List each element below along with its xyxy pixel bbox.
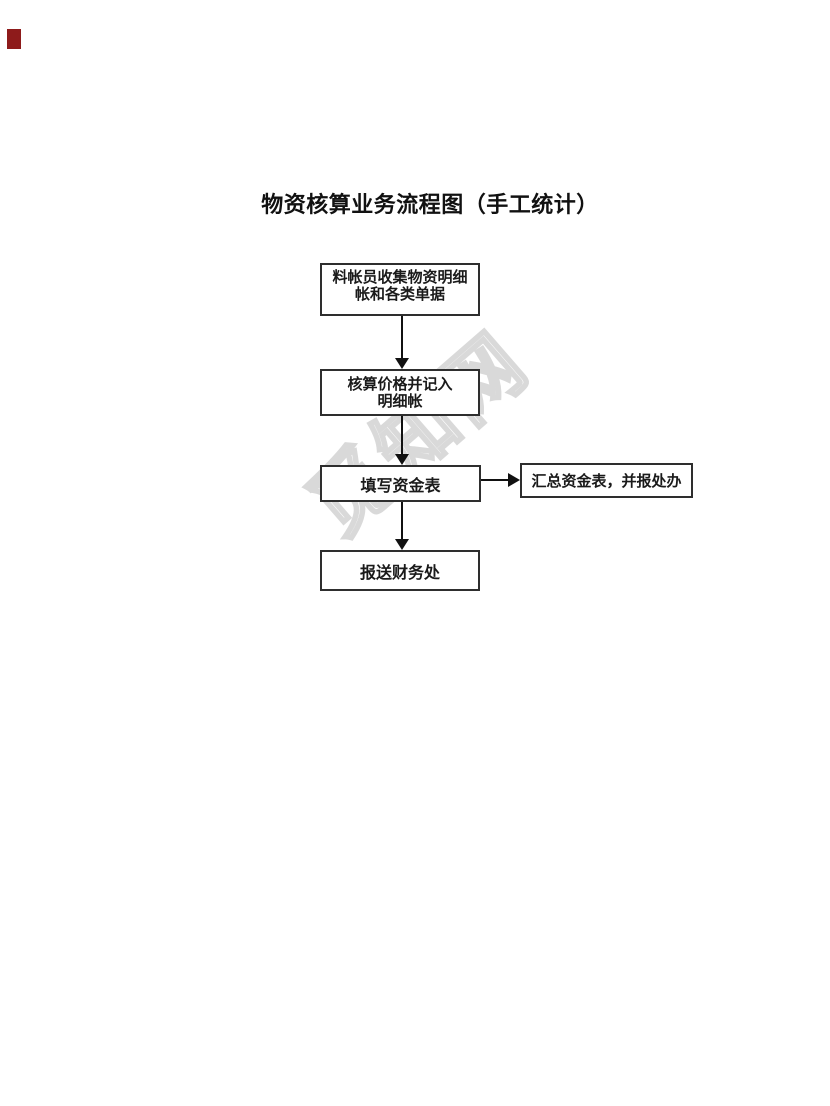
arrow-collect-to-calc (395, 316, 409, 369)
arrowhead-down-icon (395, 358, 409, 369)
flow-node-collect-label-line1: 料帐员收集物资明细 (332, 269, 468, 286)
flow-node-submit: 报送财务处 (320, 550, 480, 591)
flow-node-calc-label-line2: 明细帐 (377, 392, 423, 410)
arrowhead-down-icon (395, 539, 409, 550)
flow-node-collect-label-line2: 帐和各类单据 (354, 286, 445, 303)
flow-node-summary: 汇总资金表，并报处办 (520, 463, 693, 498)
arrow-shaft (481, 479, 510, 481)
flow-node-calc: 核算价格并记入 明细帐 (320, 369, 480, 416)
arrow-shaft (401, 316, 403, 360)
flow-node-calc-label-line1: 核算价格并记入 (347, 375, 453, 393)
arrowhead-down-icon (395, 454, 409, 465)
arrow-shaft (401, 502, 403, 541)
arrow-fill-to-summary (481, 473, 520, 487)
flow-node-fill: 填写资金表 (320, 465, 481, 502)
page-title: 物资核算业务流程图（手工统计） (261, 192, 599, 217)
arrow-fill-to-submit (395, 502, 409, 550)
red-corner-mark (7, 29, 21, 49)
flow-node-fill-label: 填写资金表 (360, 477, 441, 495)
arrowhead-right-icon (508, 473, 520, 487)
watermark-text: 觅知网 (291, 314, 547, 553)
flow-node-summary-label: 汇总资金表，并报处办 (531, 473, 682, 490)
arrow-calc-to-fill (395, 416, 409, 465)
flow-node-submit-label: 报送财务处 (359, 565, 440, 582)
flow-node-collect: 料帐员收集物资明细 帐和各类单据 (320, 263, 480, 316)
arrow-shaft (401, 416, 403, 456)
